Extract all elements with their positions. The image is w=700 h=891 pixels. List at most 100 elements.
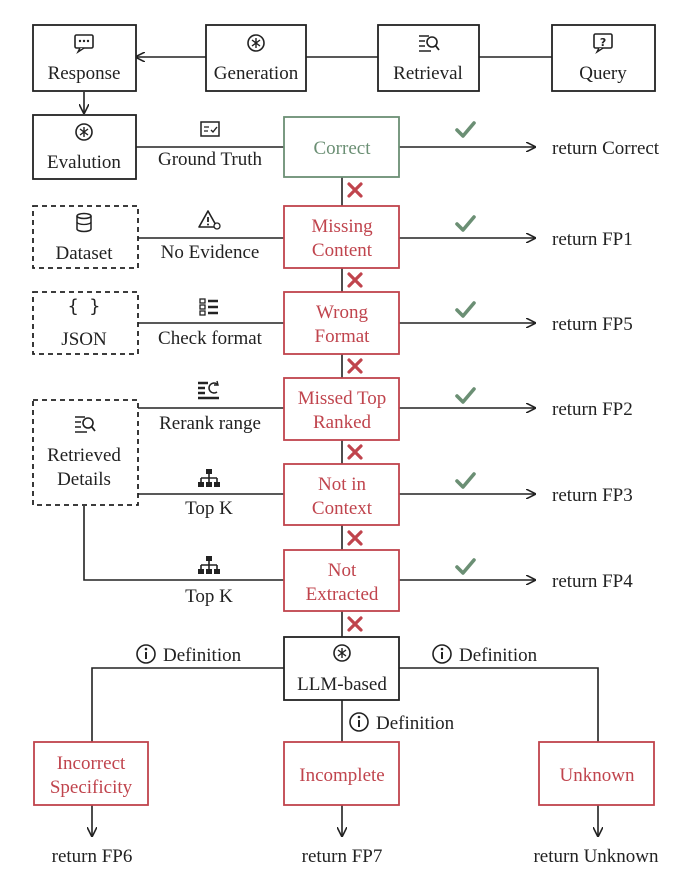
wrong-format-line2: Format (315, 326, 371, 347)
definition-right-label: Definition (459, 645, 538, 666)
result-correct: return Correct (552, 138, 660, 159)
info-icon (349, 712, 369, 732)
dataset-label: Dataset (56, 243, 114, 264)
top-k-label-1: Top K (185, 498, 233, 519)
check-format-label-group: Check format (158, 298, 263, 349)
not-in-context-line1: Not in (318, 474, 367, 495)
incorrect-specificity-line1: Incorrect (57, 753, 126, 774)
wrong-format-box: Wrong Format (283, 291, 400, 355)
definition-right-group: Definition (432, 644, 538, 666)
rerank-range-label: Rerank range (159, 413, 261, 434)
pass-check-icon (455, 387, 476, 404)
pass-check-icon (455, 301, 476, 318)
chat-icon (74, 34, 94, 55)
llm-to-unknown-line (399, 667, 599, 742)
incomplete-box: Incomplete (283, 741, 400, 806)
not-extracted-line1: Not (328, 560, 357, 581)
top-k-label-group-1: Top K (185, 468, 233, 519)
info-icon (136, 644, 156, 664)
missing-content-box: Missing Content (283, 205, 400, 269)
result-fp4: return FP4 (552, 571, 633, 592)
pass-check-icon (455, 558, 476, 575)
incomplete-label: Incomplete (299, 765, 384, 786)
json-label: JSON (61, 329, 107, 350)
connectors (84, 57, 598, 836)
result-fp5: return FP5 (552, 314, 633, 335)
database-icon (76, 212, 92, 233)
question-icon: ? (593, 33, 613, 55)
fail-x-icon (347, 358, 363, 374)
result-fp2: return FP2 (552, 399, 633, 420)
check-format-label: Check format (158, 328, 263, 349)
hierarchy-icon (197, 468, 221, 488)
incorrect-specificity-box: Incorrect Specificity (33, 741, 149, 806)
top-k-label-2: Top K (185, 586, 233, 607)
result-fp6: return FP6 (52, 846, 133, 867)
pass-check-icon (455, 472, 476, 489)
no-evidence-label-group: No Evidence (161, 210, 260, 263)
definition-center-group: Definition (349, 712, 455, 734)
retrieval-label: Retrieval (393, 63, 463, 84)
result-fp3: return FP3 (552, 485, 633, 506)
top-k-label-group-2: Top K (185, 555, 233, 607)
result-unknown: return Unknown (533, 846, 659, 867)
details-to-extracted-line (83, 506, 284, 581)
missing-content-line1: Missing (311, 216, 373, 237)
missed-top-ranked-line1: Missed Top (298, 388, 387, 409)
retrieved-label-line2: Details (57, 469, 111, 490)
rerank-icon (198, 380, 219, 400)
rerank-range-label-group: Rerank range (159, 380, 261, 434)
warning-icon (198, 210, 221, 230)
correct-box: Correct (283, 116, 400, 178)
fail-x-icon (347, 272, 363, 288)
result-fp1: return FP1 (552, 229, 633, 250)
evaluation-label: Evalution (47, 152, 121, 173)
document-check-icon (200, 121, 220, 137)
no-evidence-label: No Evidence (161, 242, 260, 263)
json-box: { } JSON (32, 291, 139, 355)
unknown-label: Unknown (560, 765, 635, 786)
braces-icon: { } (68, 296, 101, 317)
correct-label: Correct (314, 138, 372, 159)
retrieved-label-line1: Retrieved (47, 445, 121, 466)
result-fp7: return FP7 (302, 846, 383, 867)
query-box: ? Query (551, 24, 656, 92)
llm-based-label: LLM-based (297, 674, 387, 695)
fail-x-icon (347, 182, 363, 198)
unknown-box: Unknown (538, 741, 655, 806)
llm-to-specificity-line (91, 667, 284, 742)
not-in-context-line2: Context (312, 498, 373, 519)
format-list-icon (199, 298, 218, 316)
llm-based-box: LLM-based (283, 636, 400, 701)
not-in-context-box: Not in Context (283, 463, 400, 526)
evaluation-box: Evalution (32, 114, 137, 180)
response-label: Response (48, 63, 121, 84)
missed-top-ranked-line2: Ranked (313, 412, 372, 433)
wrong-format-line1: Wrong (316, 302, 368, 323)
retrieved-details-box: Retrieved Details (32, 399, 139, 506)
ground-truth-label-group: Ground Truth (158, 121, 262, 170)
definition-left-label: Definition (163, 645, 242, 666)
missed-top-ranked-box: Missed Top Ranked (283, 377, 400, 441)
svg-text:?: ? (600, 36, 606, 49)
hierarchy-icon (197, 555, 221, 575)
generation-box: Generation (205, 24, 307, 92)
dataset-box: Dataset (32, 205, 139, 269)
info-icon (432, 644, 452, 664)
retrieval-box: Retrieval (377, 24, 480, 92)
missing-content-line2: Content (312, 240, 373, 261)
pass-check-icon (455, 215, 476, 232)
response-box: Response (32, 24, 137, 92)
not-extracted-line2: Extracted (306, 584, 379, 605)
pass-check-icon (455, 121, 476, 138)
definition-center-label: Definition (376, 713, 455, 734)
incorrect-specificity-line2: Specificity (50, 777, 133, 798)
not-extracted-box: Not Extracted (283, 549, 400, 612)
fail-x-icon (347, 530, 363, 546)
fail-x-icon (347, 616, 363, 632)
definition-left-group: Definition (136, 644, 242, 666)
fail-x-icon (347, 444, 363, 460)
ground-truth-label: Ground Truth (158, 149, 262, 170)
